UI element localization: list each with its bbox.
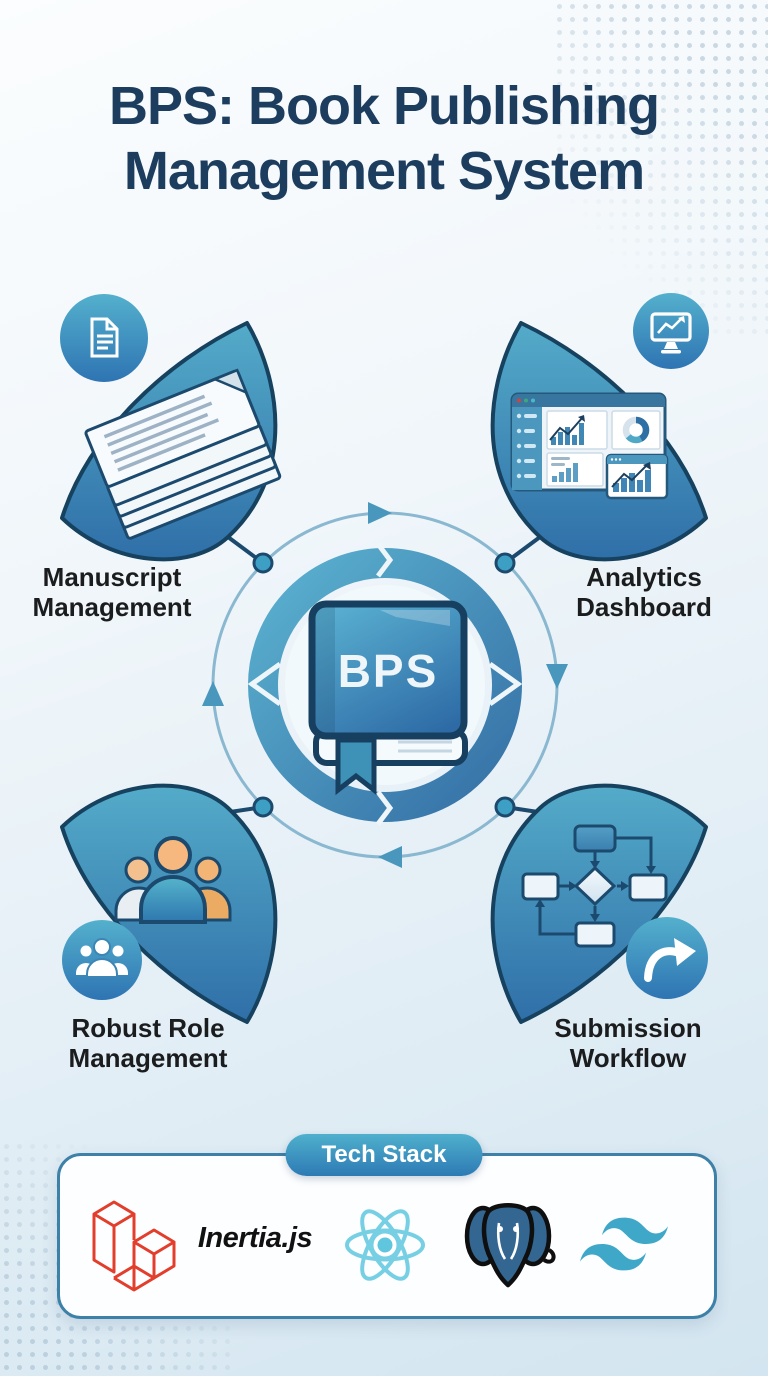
tailwind-icon [580,1217,668,1271]
people-illustration [114,836,232,924]
share-arrow-icon [644,938,696,982]
tech-stack-pill: Tech Stack [285,1134,483,1176]
bps-book-label: BPS [338,645,439,697]
ring-seams [247,542,523,826]
users-icon [76,938,128,978]
monitor-chart-icon [650,312,692,354]
dashboard-illustration [510,392,669,500]
inertia-logo-text: Inertia.js [197,1222,313,1254]
page-title: BPS: Book Publishing Management System [0,74,768,204]
postgresql-icon [464,1203,556,1288]
manuscript-stack-illustration [84,368,282,540]
label-submission-workflow: Submission Workflow [554,1013,702,1073]
document-icon [90,317,119,358]
label-analytics-dashboard: Analytics Dashboard [576,562,712,622]
feature-badges [60,293,709,1000]
page-title-line2: Management System [123,140,645,201]
page-title-line1: BPS: Book Publishing [108,76,660,136]
laravel-icon [92,1200,176,1292]
label-robust-role-management: Robust Role Management [68,1013,228,1073]
cycle-arrows [202,502,568,868]
bps-book-icon: BPS [308,600,468,796]
cycle-nodes [252,552,516,818]
label-manuscript-management: Manuscript Management [32,562,192,622]
flowchart-illustration [521,824,668,948]
react-icon [345,1209,425,1281]
